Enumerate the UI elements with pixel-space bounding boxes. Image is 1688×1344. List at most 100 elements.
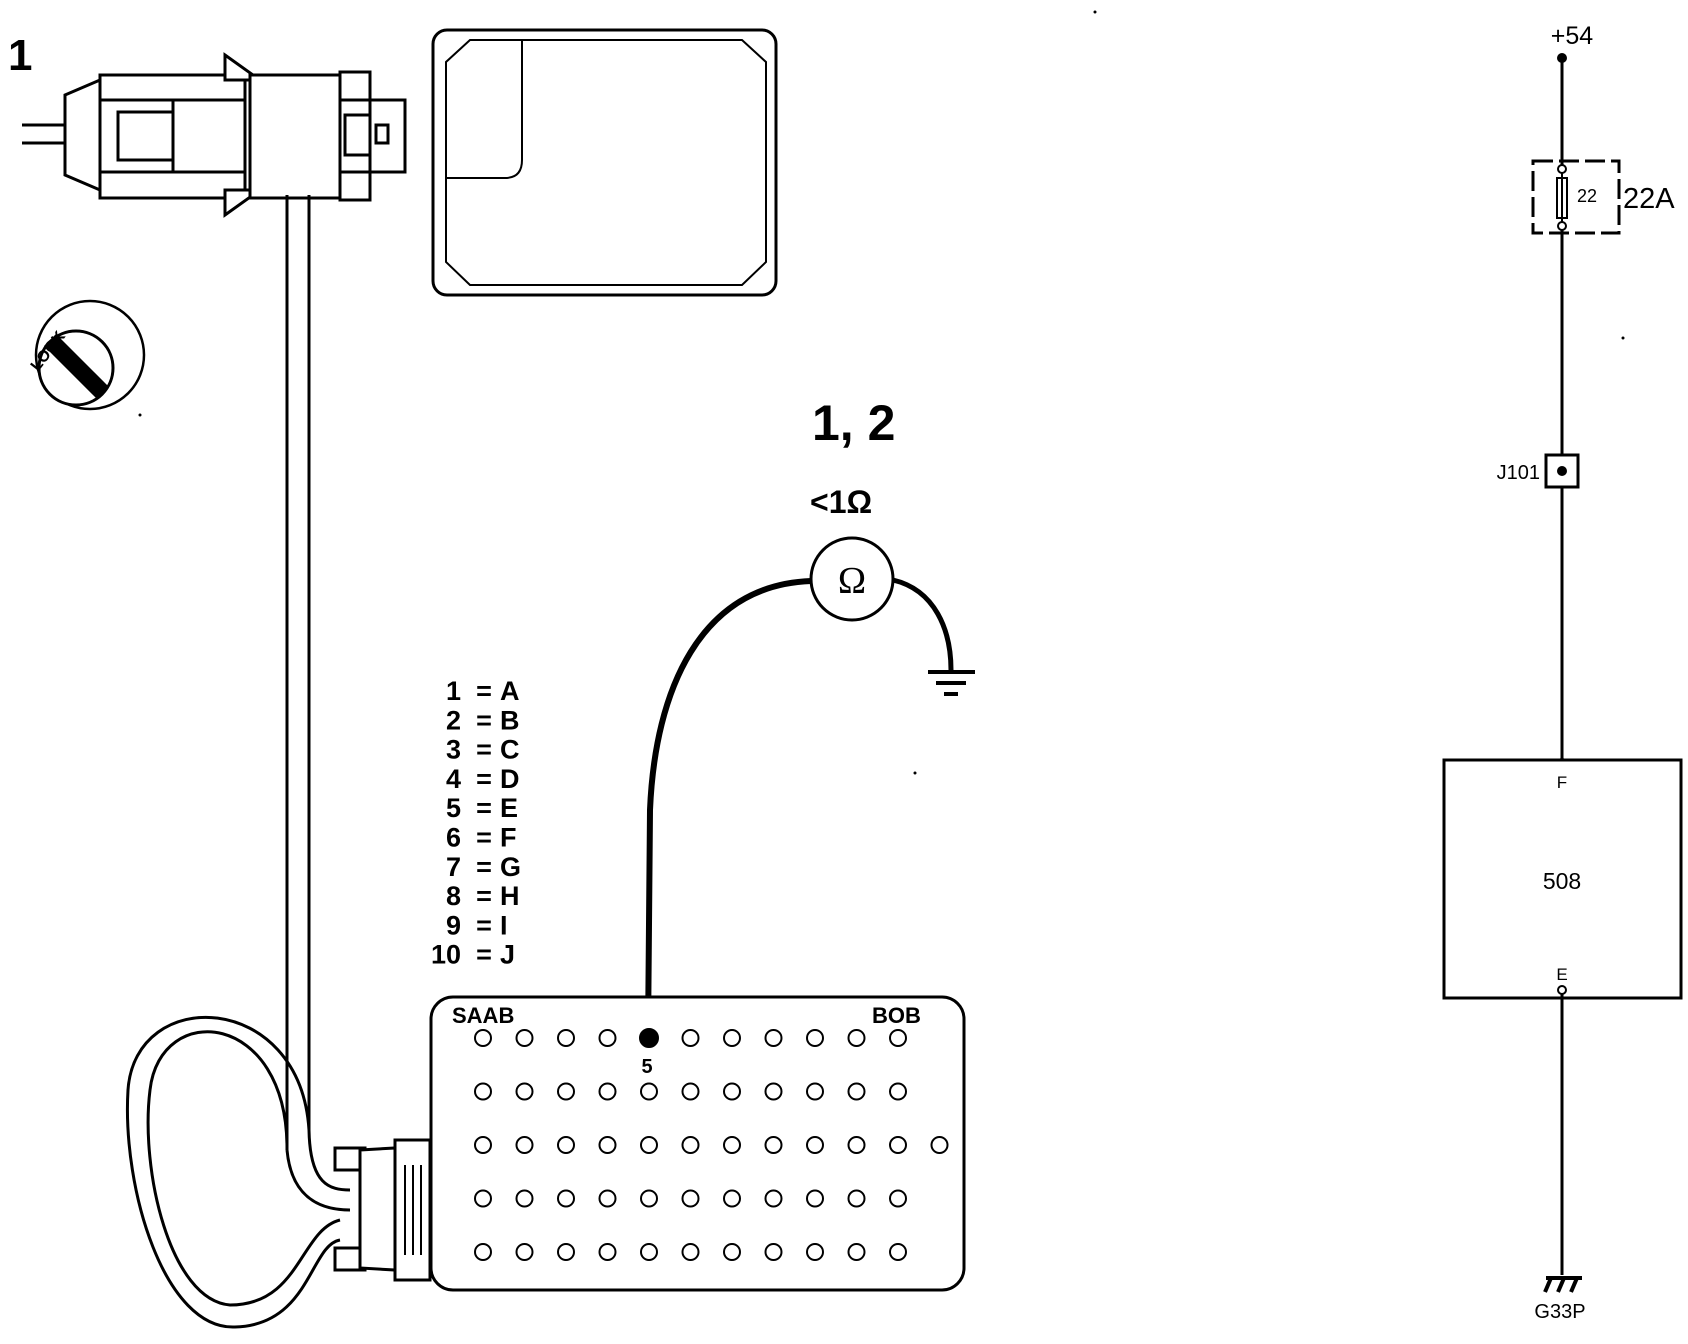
bob-pin-hole[interactable]	[681, 1082, 700, 1101]
step-number: 1	[8, 31, 32, 80]
bob-pin-hole[interactable]	[847, 1243, 866, 1261]
junction-label: J101	[1497, 462, 1540, 484]
bob-pin-hole[interactable]	[681, 1189, 700, 1208]
bob-pin-hole[interactable]	[889, 1029, 907, 1047]
legend-pin: 5	[446, 793, 461, 823]
break-out-box: SAAB BOB 5	[429, 995, 966, 1292]
legend-pin: 10	[431, 940, 461, 970]
bob-pin-hole[interactable]	[598, 1029, 617, 1047]
bob-pin-hole[interactable]	[515, 1136, 534, 1154]
legend-pin: 2	[446, 705, 461, 735]
bob-pin-hole[interactable]	[474, 1136, 492, 1154]
bob-pin-hole[interactable]	[557, 1136, 575, 1154]
bob-pin-hole[interactable]	[557, 1189, 575, 1208]
legend-letter: A	[500, 676, 520, 706]
bob-pin-hole[interactable]	[889, 1136, 907, 1154]
bob-pin-hole[interactable]	[930, 1136, 949, 1154]
bob-brand: SAAB	[452, 1003, 514, 1028]
fuse-symbol	[1531, 159, 1621, 235]
bob-pin-hole[interactable]	[681, 1029, 700, 1047]
bob-pin-hole[interactable]	[515, 1029, 534, 1047]
bob-pin-hole[interactable]	[764, 1136, 783, 1154]
bob-pin-hole[interactable]	[598, 1136, 617, 1154]
legend-pin: 4	[446, 764, 461, 794]
module-pin-bottom: E	[1556, 965, 1567, 984]
module-pin-top: F	[1557, 773, 1567, 792]
legend-pin: 8	[446, 881, 461, 911]
bob-pin-hole[interactable]	[847, 1082, 866, 1101]
bob-pin-hole[interactable]	[474, 1189, 492, 1208]
module-label: 508	[1543, 868, 1581, 894]
legend-letter: C	[500, 735, 520, 765]
pin-mapping-legend: 1=A2=B3=C4=D5=E6=F7=G8=H9=I10=J	[431, 676, 521, 970]
bob-pin-hole[interactable]	[764, 1189, 783, 1208]
bob-pin-hole[interactable]	[640, 1082, 658, 1101]
fuse-number: 22	[1577, 186, 1597, 206]
bob-pin-hole[interactable]	[806, 1243, 824, 1261]
legend-letter: J	[500, 940, 515, 970]
bob-pin-hole[interactable]	[640, 1136, 658, 1154]
bob-pin-hole[interactable]	[806, 1029, 824, 1047]
bob-plug	[333, 1138, 432, 1282]
bob-pin-hole[interactable]	[847, 1189, 866, 1208]
bob-pin-hole[interactable]	[515, 1243, 534, 1261]
legend-pin: 7	[446, 852, 461, 882]
ignition-lock-icon: LOCK	[28, 299, 146, 411]
bob-pin-hole[interactable]	[764, 1243, 783, 1261]
legend-pin: 3	[446, 735, 461, 765]
legend-eq: =	[476, 823, 492, 853]
bob-pin-hole[interactable]	[889, 1243, 907, 1261]
bob-pin-hole[interactable]	[764, 1029, 783, 1047]
legend-eq: =	[476, 940, 492, 970]
bob-pin-hole[interactable]	[598, 1082, 617, 1101]
legend-eq: =	[476, 793, 492, 823]
bob-pin-hole[interactable]	[640, 1243, 658, 1261]
legend-letter: E	[500, 793, 518, 823]
ground-symbol-icon	[928, 670, 975, 696]
bob-pin-hole[interactable]	[723, 1189, 741, 1208]
chassis-ground-icon	[1543, 1276, 1582, 1293]
bob-pin-hole[interactable]	[681, 1136, 700, 1154]
bob-pin-hole[interactable]	[474, 1029, 492, 1047]
bob-pin-hole[interactable]	[723, 1136, 741, 1154]
bob-pin-hole[interactable]	[640, 1189, 658, 1208]
bob-pin-hole[interactable]	[598, 1243, 617, 1261]
bob-pin-hole[interactable]	[806, 1082, 824, 1101]
bob-pin-hole[interactable]	[847, 1136, 866, 1154]
legend-eq: =	[476, 881, 492, 911]
legend-letter: F	[500, 823, 517, 853]
legend-eq: =	[476, 764, 492, 794]
junction-symbol	[1544, 453, 1580, 489]
bob-pin-hole[interactable]	[474, 1082, 492, 1101]
ground-label: G33P	[1534, 1301, 1585, 1323]
legend-pin: 9	[446, 910, 461, 940]
bob-pin-hole[interactable]	[889, 1189, 907, 1208]
legend-eq: =	[476, 910, 492, 940]
bob-pin-hole[interactable]	[557, 1082, 575, 1101]
bob-pin-hole[interactable]	[515, 1082, 534, 1101]
legend-eq: =	[476, 735, 492, 765]
bob-pin-hole[interactable]	[515, 1189, 534, 1208]
legend-eq: =	[476, 705, 492, 735]
bob-pin-hole[interactable]	[723, 1082, 741, 1101]
bob-pin-hole[interactable]	[889, 1082, 907, 1101]
bob-pin-hole[interactable]	[806, 1136, 824, 1154]
bob-pin-hole[interactable]	[474, 1243, 492, 1261]
ohmmeter: Ω	[809, 536, 895, 622]
bob-pin-hole[interactable]	[557, 1029, 575, 1047]
bob-pin-hole[interactable]	[681, 1243, 700, 1261]
bob-pin-hole[interactable]	[723, 1029, 741, 1047]
probe-pin-label: 5	[641, 1056, 652, 1078]
legend-pin: 6	[446, 823, 461, 853]
bob-pin-hole[interactable]	[557, 1243, 575, 1261]
bob-pin-hole[interactable]	[764, 1082, 783, 1101]
ground-lead	[892, 577, 954, 671]
bob-pin-hole[interactable]	[847, 1029, 866, 1047]
bob-pin-hole[interactable]	[723, 1243, 741, 1261]
bob-pin-hole[interactable]	[598, 1189, 617, 1208]
bob-pin-probed[interactable]	[639, 1028, 659, 1048]
scan-specks	[138, 10, 1625, 775]
supply-label: +54	[1551, 22, 1594, 50]
bob-pin-hole[interactable]	[806, 1189, 824, 1208]
